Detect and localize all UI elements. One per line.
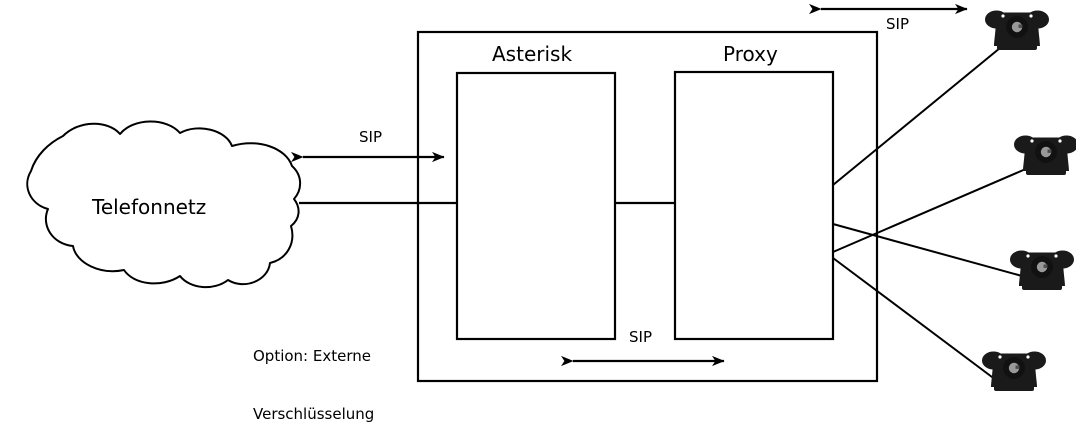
annotation-option-internal: Option: Interne Verschlüsselung [806,394,927,430]
sip-label-external: SIP [359,128,382,146]
sip-label-clients: SIP [886,15,909,33]
proxy-box [673,70,835,341]
telefonnetz-cloud-shape [26,120,302,288]
phone-link-3 [832,223,1023,277]
proxy-label: Proxy [723,42,778,66]
phone-link-1 [832,47,1001,186]
annotation-option-external-line1: Option: Externe [253,347,371,366]
cloud-label: Telefonnetz [92,195,207,219]
phone-link-4 [832,257,997,381]
asterisk-box [455,71,617,341]
sip-label-internal: SIP [629,328,652,346]
annotation-option-external-line2: Verschlüsselung [253,404,375,423]
server-boundary-box [416,30,879,383]
phone-link-2 [832,167,1029,253]
client-phone-2 [1014,135,1076,175]
client-phone-3 [1010,250,1074,290]
annotation-option-external: Option: Externe Verschlüsselung [253,309,374,430]
asterisk-label: Asterisk [492,42,573,66]
client-phone-4 [982,351,1046,391]
client-phone-1 [985,10,1049,50]
